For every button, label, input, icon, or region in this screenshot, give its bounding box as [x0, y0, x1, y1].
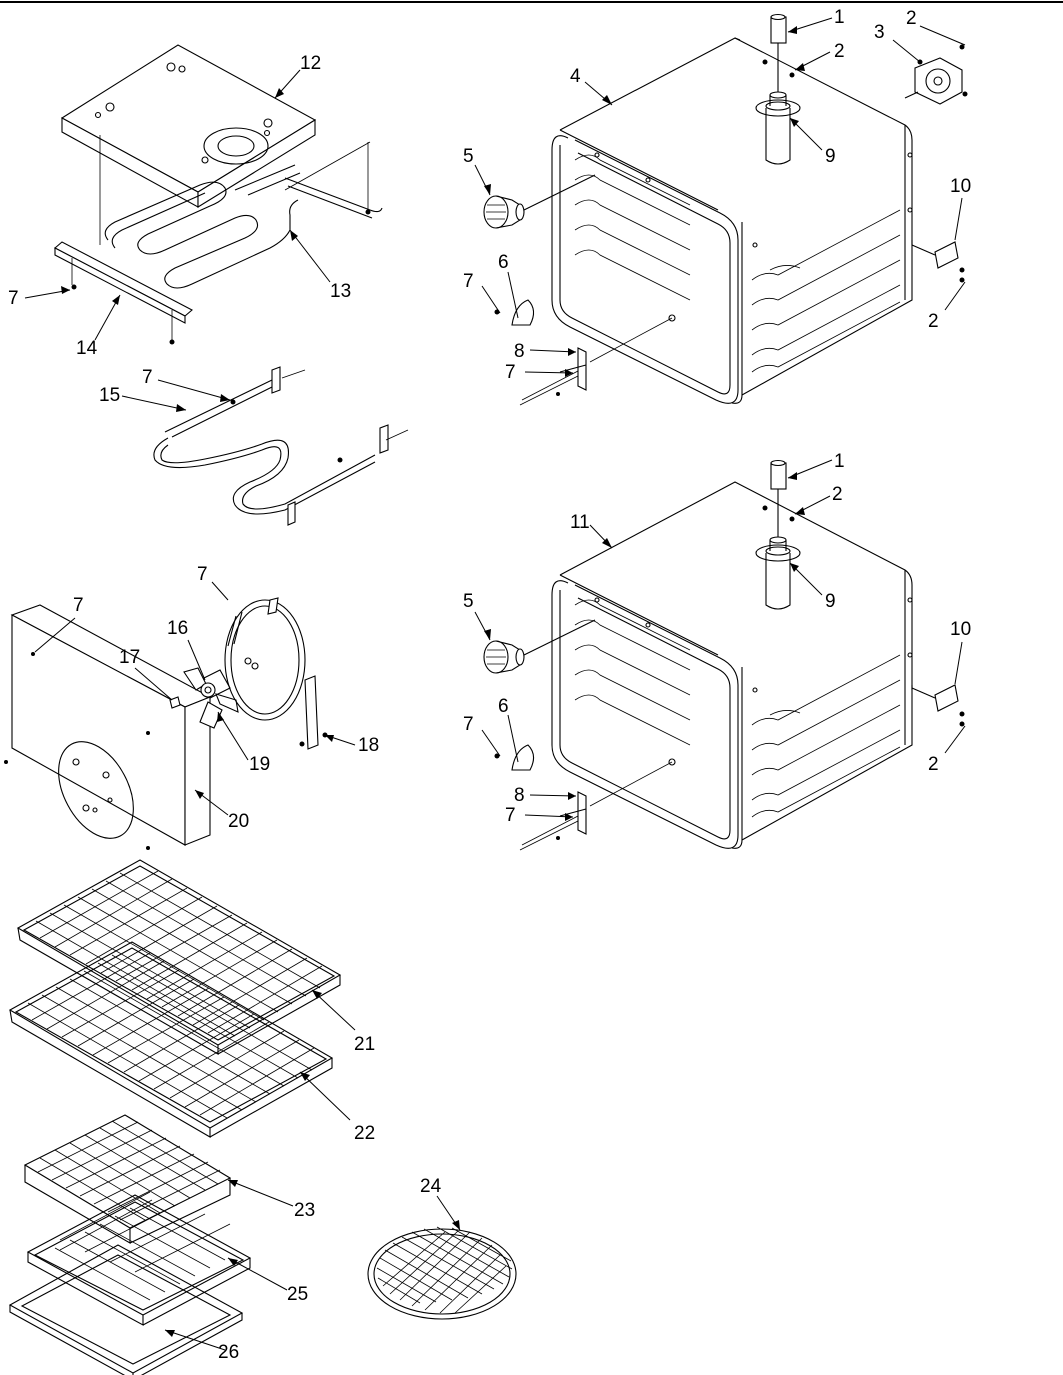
- label-25: 25: [287, 1284, 308, 1305]
- upper-oven-cavity: [519, 37, 913, 406]
- label-7-lower-a: 7: [463, 714, 474, 735]
- label-10-upper: 10: [950, 176, 971, 197]
- broiler-pan: [8, 1244, 244, 1375]
- label-15: 15: [99, 385, 120, 406]
- label-8-upper: 8: [514, 341, 525, 362]
- oven-rack-upper: [16, 859, 342, 1055]
- side-bracket-upper: [911, 241, 965, 283]
- light-socket-upper: [483, 174, 596, 229]
- label-20: 20: [228, 811, 249, 832]
- label-16: 16: [167, 618, 188, 639]
- label-17: 17: [119, 647, 140, 668]
- label-22: 22: [354, 1123, 375, 1144]
- convection-rear-panel: [4, 604, 212, 850]
- label-7-lower-b: 7: [505, 805, 516, 826]
- light-socket-lower: [483, 619, 596, 674]
- arrowheads: [61, 26, 805, 1337]
- vent-tube-lower: [755, 459, 801, 610]
- label-11: 11: [570, 512, 590, 533]
- label-8-lower: 8: [514, 785, 525, 806]
- lamp-lens-lower: [511, 744, 535, 771]
- label-18: 18: [358, 735, 379, 756]
- label-24: 24: [420, 1176, 442, 1197]
- bracket-lower: [556, 791, 587, 840]
- label-4: 4: [570, 66, 581, 87]
- label-26: 26: [218, 1342, 239, 1363]
- label-7-convection-a: 7: [197, 564, 208, 585]
- label-5-upper: 5: [463, 146, 474, 167]
- label-9-upper: 9: [825, 146, 836, 167]
- label-2-upper-b: 2: [834, 41, 845, 62]
- roasting-rack: [23, 1114, 232, 1244]
- label-1-lower: 1: [834, 451, 845, 472]
- label-10-lower: 10: [950, 619, 971, 640]
- element-cover-plate: [60, 44, 317, 245]
- label-13: 13: [330, 281, 351, 302]
- convection-fan: [169, 667, 239, 729]
- label-6-upper: 6: [498, 252, 509, 273]
- bake-element: [104, 141, 383, 289]
- bracket-upper: [556, 347, 587, 396]
- convection-element: [224, 597, 328, 750]
- label-3: 3: [874, 22, 885, 43]
- switch-component: [904, 44, 968, 105]
- label-14: 14: [76, 338, 98, 359]
- label-2-upper-c: 2: [928, 311, 939, 332]
- broil-element: [153, 366, 409, 526]
- label-1-upper: 1: [834, 7, 845, 28]
- label-7-upper-a: 7: [463, 271, 474, 292]
- lower-oven-cavity: [519, 481, 913, 851]
- label-2-lower-a: 2: [832, 484, 843, 505]
- label-7-left-b: 7: [142, 367, 153, 388]
- lamp-lens-upper: [511, 299, 535, 326]
- label-19: 19: [249, 754, 270, 775]
- vent-tube-upper: [755, 13, 801, 165]
- label-12: 12: [300, 53, 321, 74]
- label-5-lower: 5: [463, 591, 474, 612]
- element-support-bracket: [54, 241, 193, 345]
- label-2-lower-b: 2: [928, 754, 939, 775]
- label-23: 23: [294, 1200, 315, 1221]
- label-6-lower: 6: [498, 696, 509, 717]
- label-2-upper-a: 2: [906, 8, 917, 29]
- round-grid: [367, 1226, 517, 1320]
- part-number-labels: 1 2 3 2 4 5 9 10 6 7 2 8 7 12 13 7 14 7 …: [8, 7, 971, 1363]
- side-bracket-lower: [911, 684, 965, 727]
- label-7-upper-b: 7: [505, 362, 516, 383]
- broiler-grid: [26, 1191, 252, 1326]
- label-21: 21: [354, 1034, 375, 1055]
- label-7-convection-b: 7: [73, 595, 84, 616]
- label-9-lower: 9: [825, 591, 836, 612]
- oven-rack-lower: [8, 941, 334, 1138]
- label-7-left-a: 7: [8, 288, 19, 309]
